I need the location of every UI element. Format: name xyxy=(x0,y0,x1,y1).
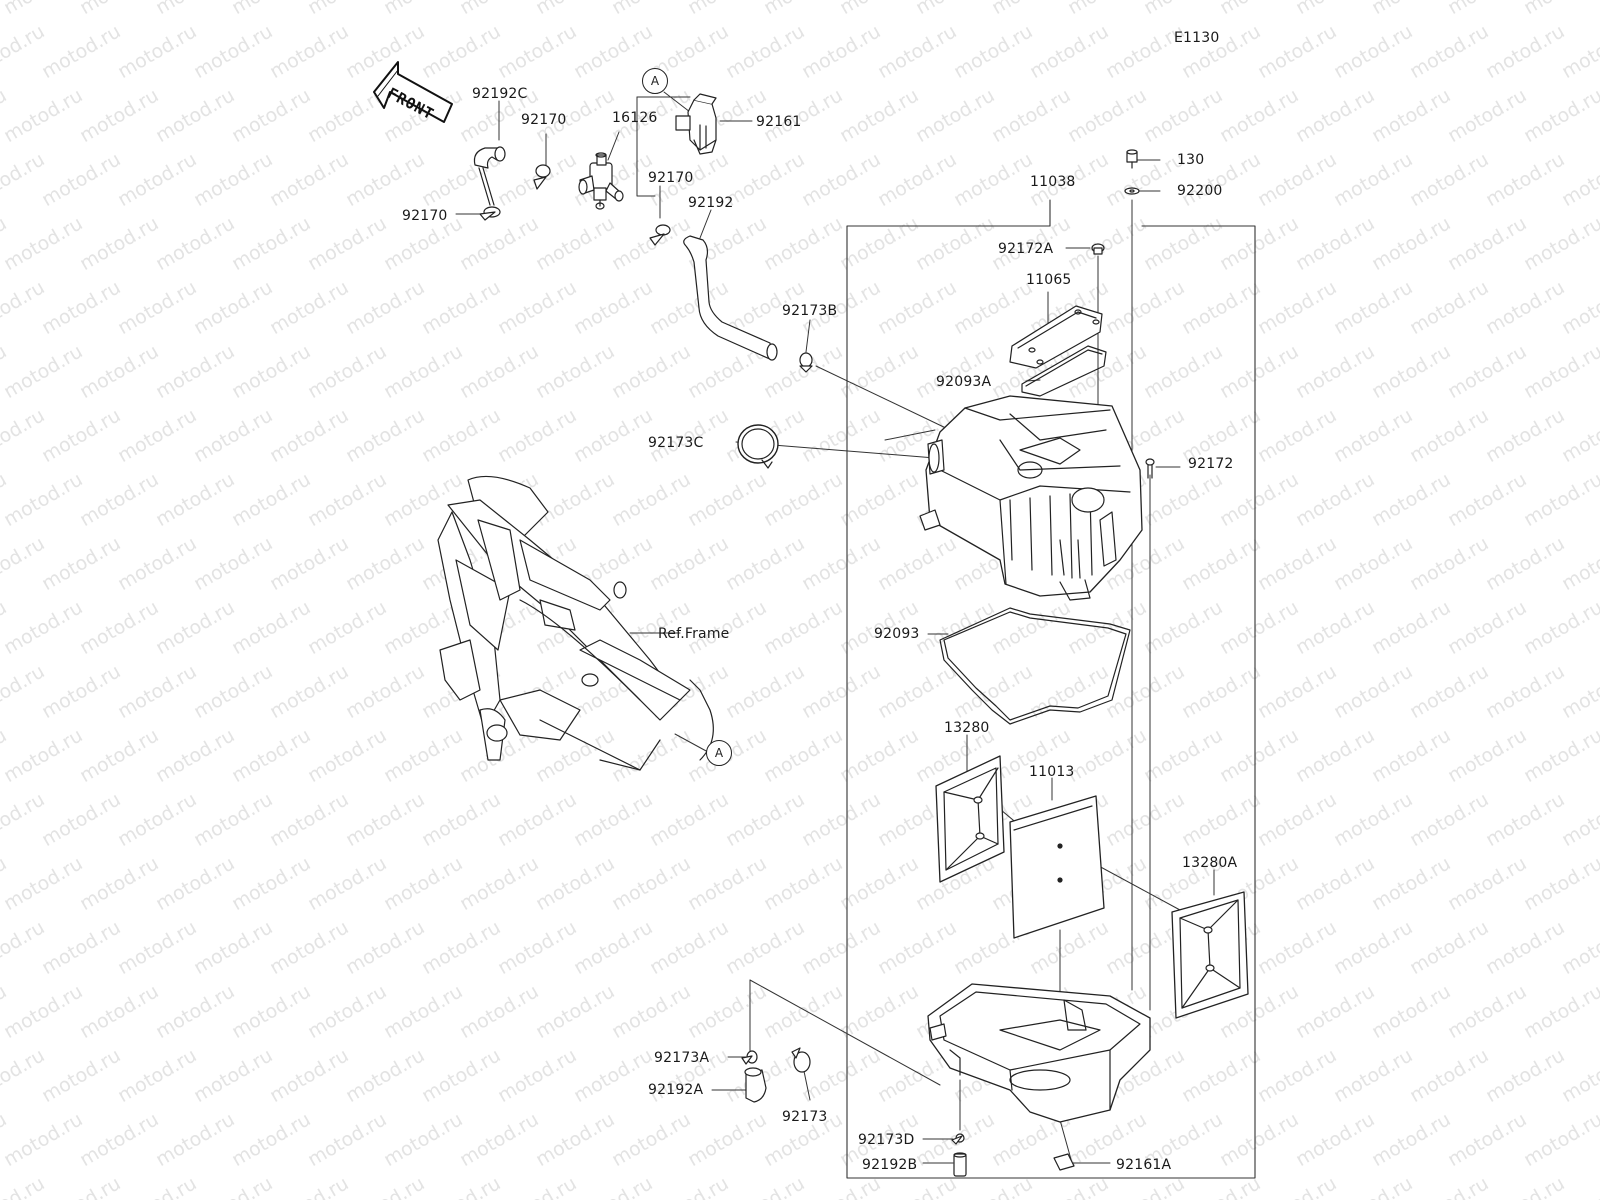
part-label-92173D[interactable]: 92173D xyxy=(858,1132,915,1148)
washer-92200 xyxy=(1124,187,1140,195)
callout-circle-a-frame: A xyxy=(706,740,732,766)
part-label-92192[interactable]: 92192 xyxy=(688,195,734,211)
part-label-92173[interactable]: 92173 xyxy=(782,1109,828,1125)
cap-92161A xyxy=(1053,1153,1075,1171)
clamp-92173C xyxy=(737,424,779,469)
part-label-92093[interactable]: 92093 xyxy=(874,626,920,642)
valve-16126 xyxy=(578,152,624,210)
filter-element-11013 xyxy=(1009,795,1105,939)
ref-frame-label: Ref.Frame xyxy=(658,626,730,642)
airbox-upper-11038 xyxy=(919,395,1143,601)
part-label-11038[interactable]: 11038 xyxy=(1030,174,1076,190)
hose-92192 xyxy=(683,235,778,361)
filter-frame-13280 xyxy=(935,755,1005,883)
part-label-92173C[interactable]: 92173C xyxy=(648,435,704,451)
part-label-92172A[interactable]: 92172A xyxy=(998,241,1054,257)
front-arrow-icon xyxy=(373,61,453,123)
gasket-92093A xyxy=(1021,345,1107,397)
part-label-92170[interactable]: 92170 xyxy=(648,170,694,186)
part-label-92170[interactable]: 92170 xyxy=(521,112,567,128)
part-label-16126[interactable]: 16126 xyxy=(612,110,658,126)
clamp-92170-c xyxy=(479,206,501,221)
clamp-92170-b xyxy=(649,224,671,246)
cover-11065 xyxy=(1009,305,1103,369)
part-label-92192A[interactable]: 92192A xyxy=(648,1082,704,1098)
assembly-bracket xyxy=(846,199,1256,1179)
part-label-11065[interactable]: 11065 xyxy=(1026,272,1072,288)
part-label-92173A[interactable]: 92173A xyxy=(654,1050,710,1066)
gasket-92093 xyxy=(939,607,1131,725)
part-label-92192C[interactable]: 92192C xyxy=(472,86,528,102)
part-label-92173B[interactable]: 92173B xyxy=(782,303,838,319)
part-label-130[interactable]: 130 xyxy=(1177,152,1205,168)
hose-92192A xyxy=(744,1067,767,1103)
part-label-92172[interactable]: 92172 xyxy=(1188,456,1234,472)
filter-frame-13280A xyxy=(1171,891,1249,1019)
leader-lines xyxy=(455,91,1215,1164)
part-label-92161[interactable]: 92161 xyxy=(756,114,802,130)
frame-reference xyxy=(437,475,714,771)
part-label-11013[interactable]: 11013 xyxy=(1029,764,1075,780)
screw-92172A xyxy=(1091,243,1105,255)
clamp-92170-a xyxy=(533,164,551,190)
clamp-92173B xyxy=(799,352,813,373)
clamp-92173D xyxy=(951,1133,965,1145)
part-label-13280A[interactable]: 13280A xyxy=(1182,855,1238,871)
hose-92192C xyxy=(473,146,506,206)
plug-92192B xyxy=(953,1152,967,1177)
part-label-92093A[interactable]: 92093A xyxy=(936,374,992,390)
part-label-13280[interactable]: 13280 xyxy=(944,720,990,736)
callout-circle-a-top: A xyxy=(642,68,668,94)
part-label-92192B[interactable]: 92192B xyxy=(862,1157,918,1173)
part-label-92200[interactable]: 92200 xyxy=(1177,183,1223,199)
bolt-130 xyxy=(1126,149,1138,169)
clamp-92173A xyxy=(741,1050,758,1065)
screw-92172 xyxy=(1145,458,1155,479)
airbox-lower xyxy=(927,983,1151,1123)
part-label-92170[interactable]: 92170 xyxy=(402,208,448,224)
part-label-92161A[interactable]: 92161A xyxy=(1116,1157,1172,1173)
diagram-code: E1130 xyxy=(1174,30,1220,46)
clamp-92173 xyxy=(791,1047,811,1073)
solenoid-92161 xyxy=(675,93,717,155)
